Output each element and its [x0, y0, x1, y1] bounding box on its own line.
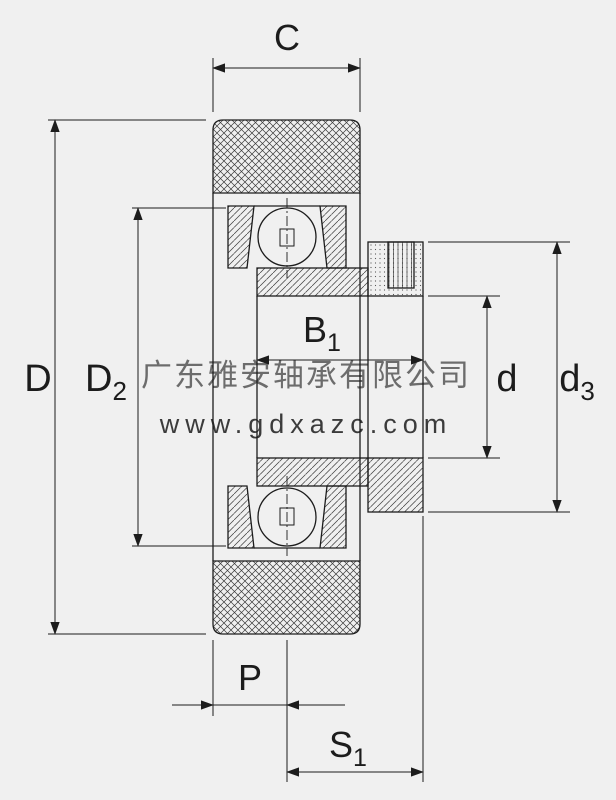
outer-ring-bottom	[212, 560, 361, 635]
set-screw	[387, 241, 415, 289]
inner-ring-top	[256, 267, 369, 297]
dim-label-B1: B1	[303, 309, 341, 357]
dim-label-C: C	[274, 17, 300, 58]
dim-d3-extension	[428, 241, 570, 513]
bearing-section	[212, 119, 424, 635]
dim-label-D: D	[24, 358, 51, 400]
ball-bottom	[257, 487, 317, 547]
outer-ring-top	[212, 119, 361, 194]
seal-bottom-left	[227, 485, 255, 549]
watermark: 广东雅安轴承有限公司 www.gdxazc.com	[141, 358, 471, 439]
collar-faces	[367, 296, 424, 458]
dim-label-P: P	[238, 657, 262, 698]
seal-top-left	[227, 205, 255, 269]
dim-label-S1: S1	[329, 724, 367, 772]
dim-label-D2: D2	[85, 358, 127, 406]
watermark-website-url: www.gdxazc.com	[159, 409, 453, 439]
dim-D2-extension	[132, 207, 226, 547]
dim-label-d3: d3	[559, 358, 595, 406]
outer-ring-silhouette	[212, 193, 361, 561]
dim-label-d: d	[496, 358, 517, 400]
locking-collar-bottom	[367, 457, 424, 513]
dim-D-extension	[48, 119, 206, 635]
dimension-labels: C D D2 B1 d d3 P S1	[24, 17, 595, 772]
dimension-lines	[48, 58, 570, 782]
watermark-company-name: 广东雅安轴承有限公司	[141, 358, 471, 393]
inner-ring-bottom	[256, 457, 369, 487]
